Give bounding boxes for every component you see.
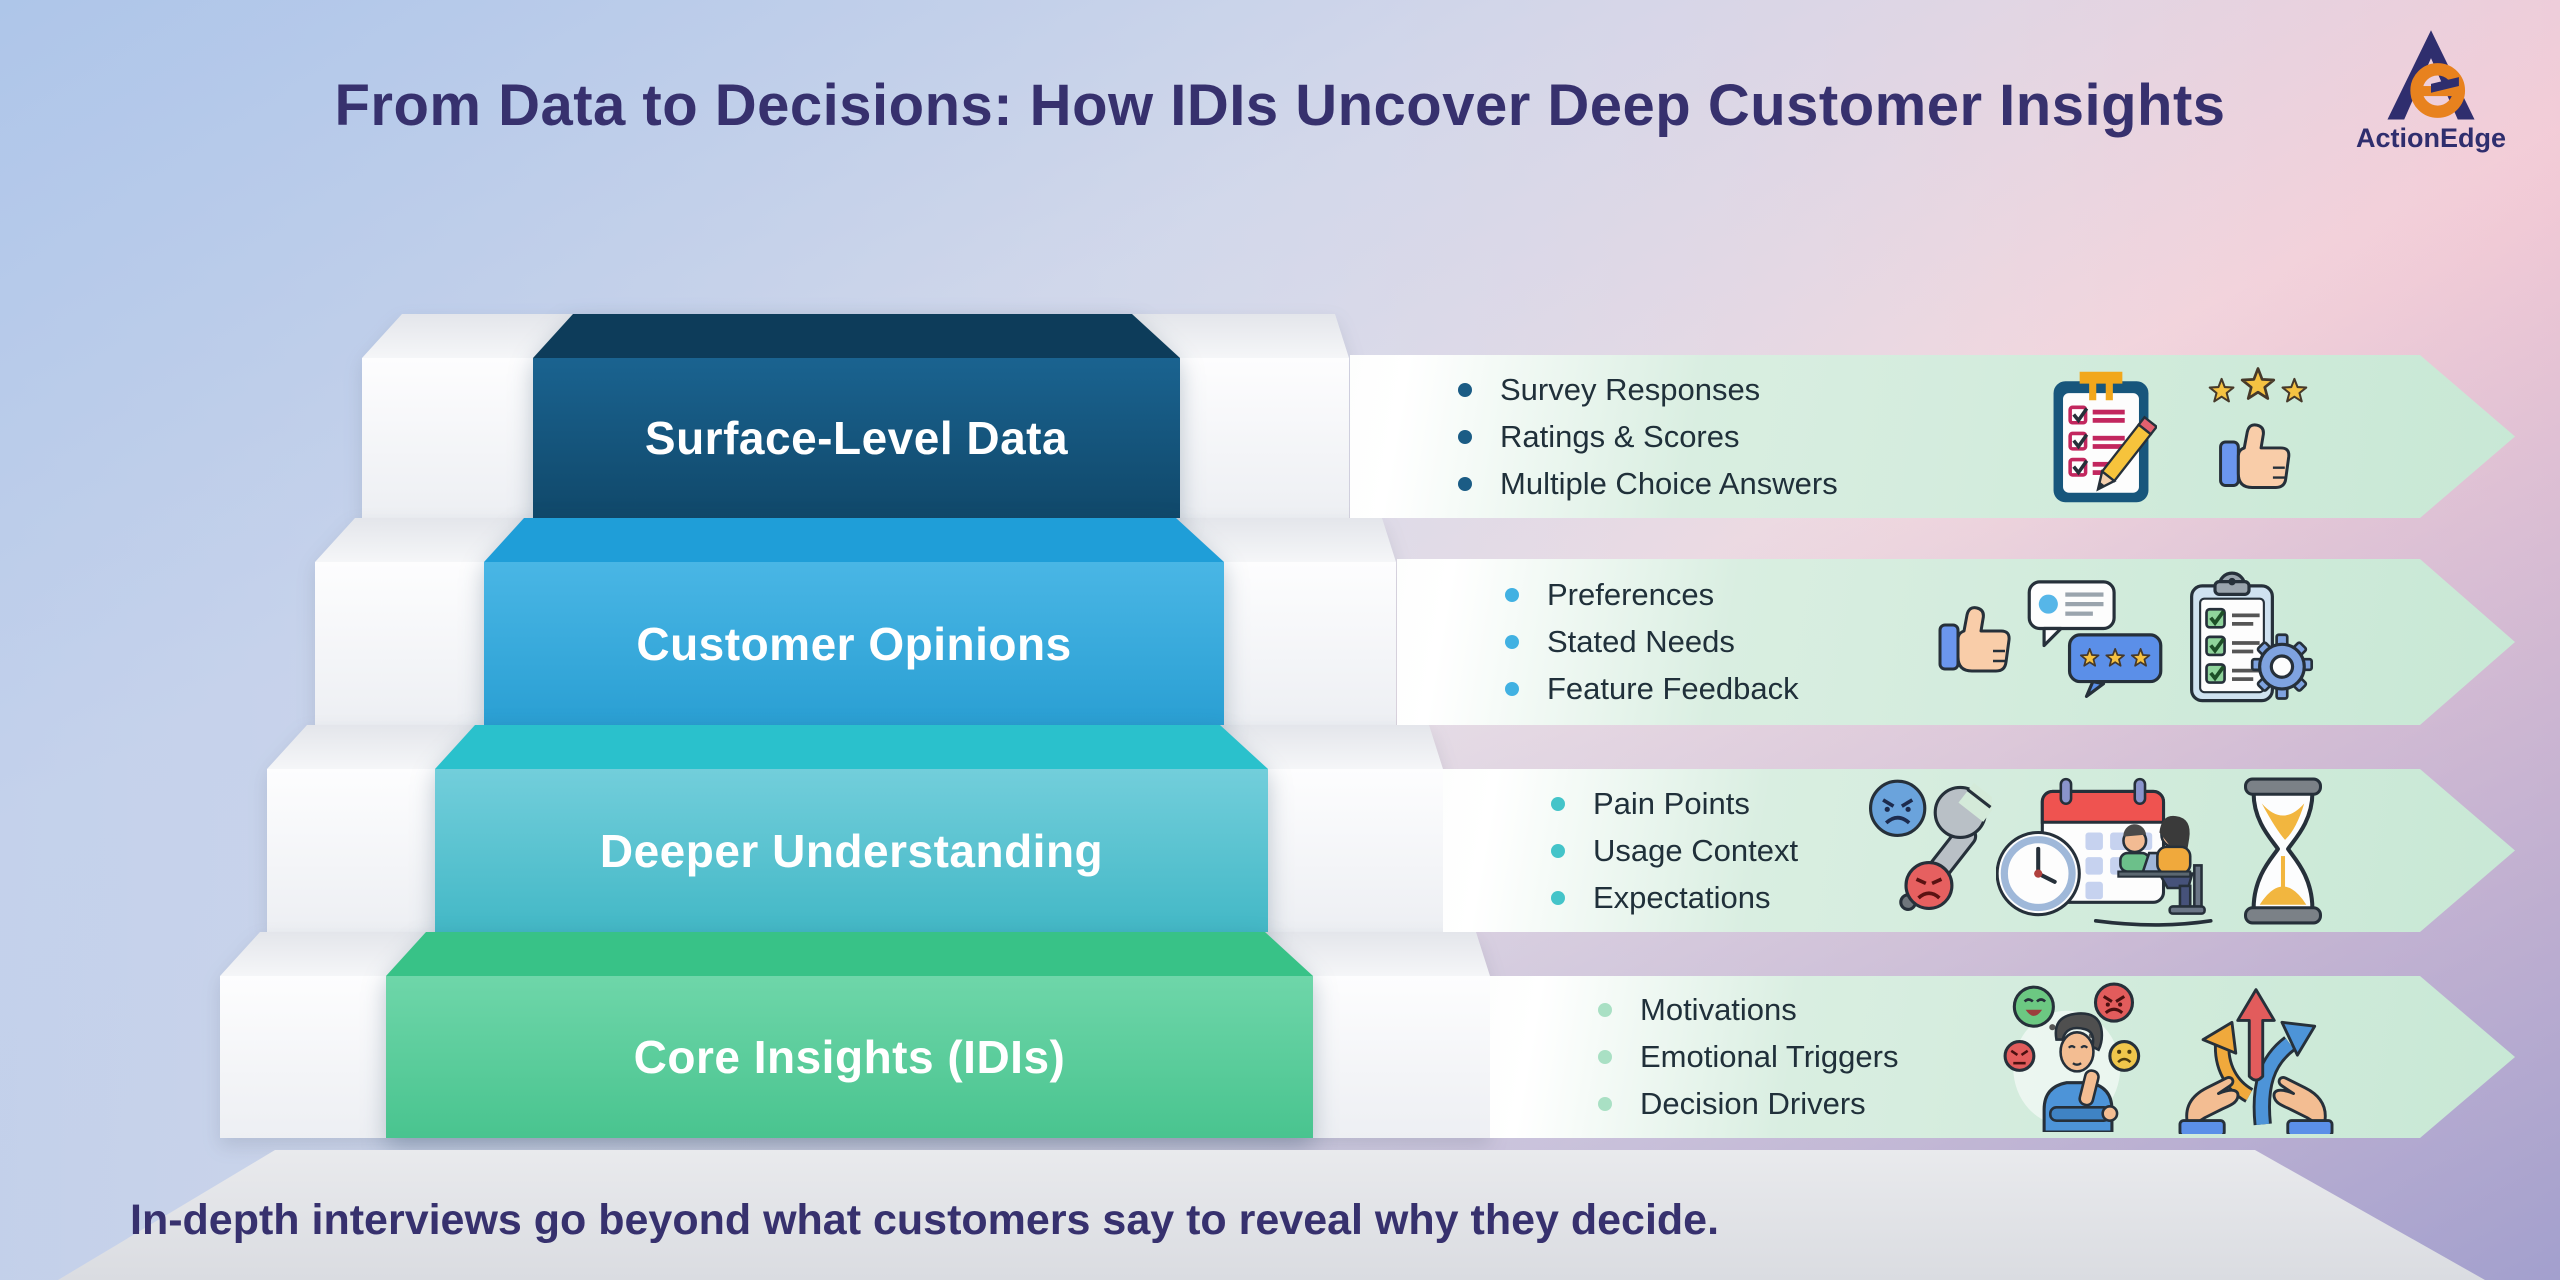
checklist-gear-icon: [2183, 571, 2315, 707]
decision-arrows-hands-icon: [2174, 980, 2338, 1134]
bullet-dot: [1505, 635, 1519, 649]
detail-panel-core-insights: Motivations Emotional Triggers Decision …: [1490, 976, 2515, 1138]
bullet-item: Feature Feedback: [1505, 666, 1799, 713]
bullet-item: Multiple Choice Answers: [1458, 460, 1838, 507]
bullet-dot: [1458, 383, 1472, 397]
wrench-frustration-icon: [1868, 777, 1992, 923]
bullet-dot: [1505, 588, 1519, 602]
detail-panel-customer-opinions: Preferences Stated Needs Feature Feedbac…: [1397, 559, 2515, 725]
floor-platform: [58, 1150, 2485, 1280]
bullet-list: Preferences Stated Needs Feature Feedbac…: [1397, 572, 1799, 713]
rating-stars-thumb-icon: [2206, 365, 2310, 503]
bullet-list: Survey Responses Ratings & Scores Multip…: [1350, 366, 1838, 507]
bullet-dot: [1505, 682, 1519, 696]
bullet-item: Stated Needs: [1505, 619, 1799, 666]
bullet-dot: [1598, 1003, 1612, 1017]
actionedge-logo-icon: [2387, 30, 2475, 120]
bullet-dot: [1598, 1097, 1612, 1111]
bullet-dot: [1458, 477, 1472, 491]
bullet-item: Pain Points: [1551, 780, 1798, 827]
step-box-core-insights: Core Insights (IDIs): [386, 932, 1313, 1138]
chat-rating-icon: [2025, 575, 2165, 699]
bullet-item: Ratings & Scores: [1458, 413, 1838, 460]
calendar-clock-people-icon: [1996, 775, 2216, 927]
footer-caption: In-depth interviews go beyond what custo…: [130, 1196, 1720, 1244]
bullet-dot: [1598, 1050, 1612, 1064]
bullet-item: Emotional Triggers: [1598, 1034, 1898, 1081]
bullet-list: Motivations Emotional Triggers Decision …: [1490, 987, 1898, 1128]
page-title: From Data to Decisions: How IDIs Uncover…: [334, 73, 2226, 138]
bullet-item: Expectations: [1551, 874, 1798, 921]
step-box-deeper-understanding: Deeper Understanding: [435, 725, 1268, 932]
bullet-dot: [1458, 430, 1472, 444]
bullet-item: Decision Drivers: [1598, 1081, 1898, 1128]
bullet-dot: [1551, 891, 1565, 905]
step-box-customer-opinions: Customer Opinions: [484, 518, 1224, 725]
bullet-dot: [1551, 844, 1565, 858]
step-label: Deeper Understanding: [599, 824, 1104, 877]
bullet-item: Preferences: [1505, 572, 1799, 619]
step-label: Core Insights (IDIs): [633, 1031, 1066, 1083]
step-label: Surface-Level Data: [644, 412, 1069, 464]
bullet-item: Motivations: [1598, 987, 1898, 1034]
detail-panel-deeper-understanding: Pain Points Usage Context Expectations: [1443, 769, 2515, 932]
survey-clipboard-icon: [2045, 367, 2157, 507]
bullet-item: Survey Responses: [1458, 366, 1838, 413]
thumbs-up-icon: [1937, 593, 2015, 693]
bullet-item: Usage Context: [1551, 827, 1798, 874]
step-label: Customer Opinions: [636, 617, 1072, 670]
thinking-person-emotions-icon: [1998, 982, 2156, 1132]
bullet-list: Pain Points Usage Context Expectations: [1443, 780, 1798, 921]
brand-name: ActionEdge: [2355, 123, 2506, 153]
hourglass-icon: [2233, 775, 2333, 927]
step-box-surface-level-data: Surface-Level Data: [533, 314, 1180, 518]
brand-logo: ActionEdge: [2346, 28, 2516, 154]
detail-panel-surface-level-data: Survey Responses Ratings & Scores Multip…: [1350, 355, 2515, 518]
bullet-dot: [1551, 797, 1565, 811]
